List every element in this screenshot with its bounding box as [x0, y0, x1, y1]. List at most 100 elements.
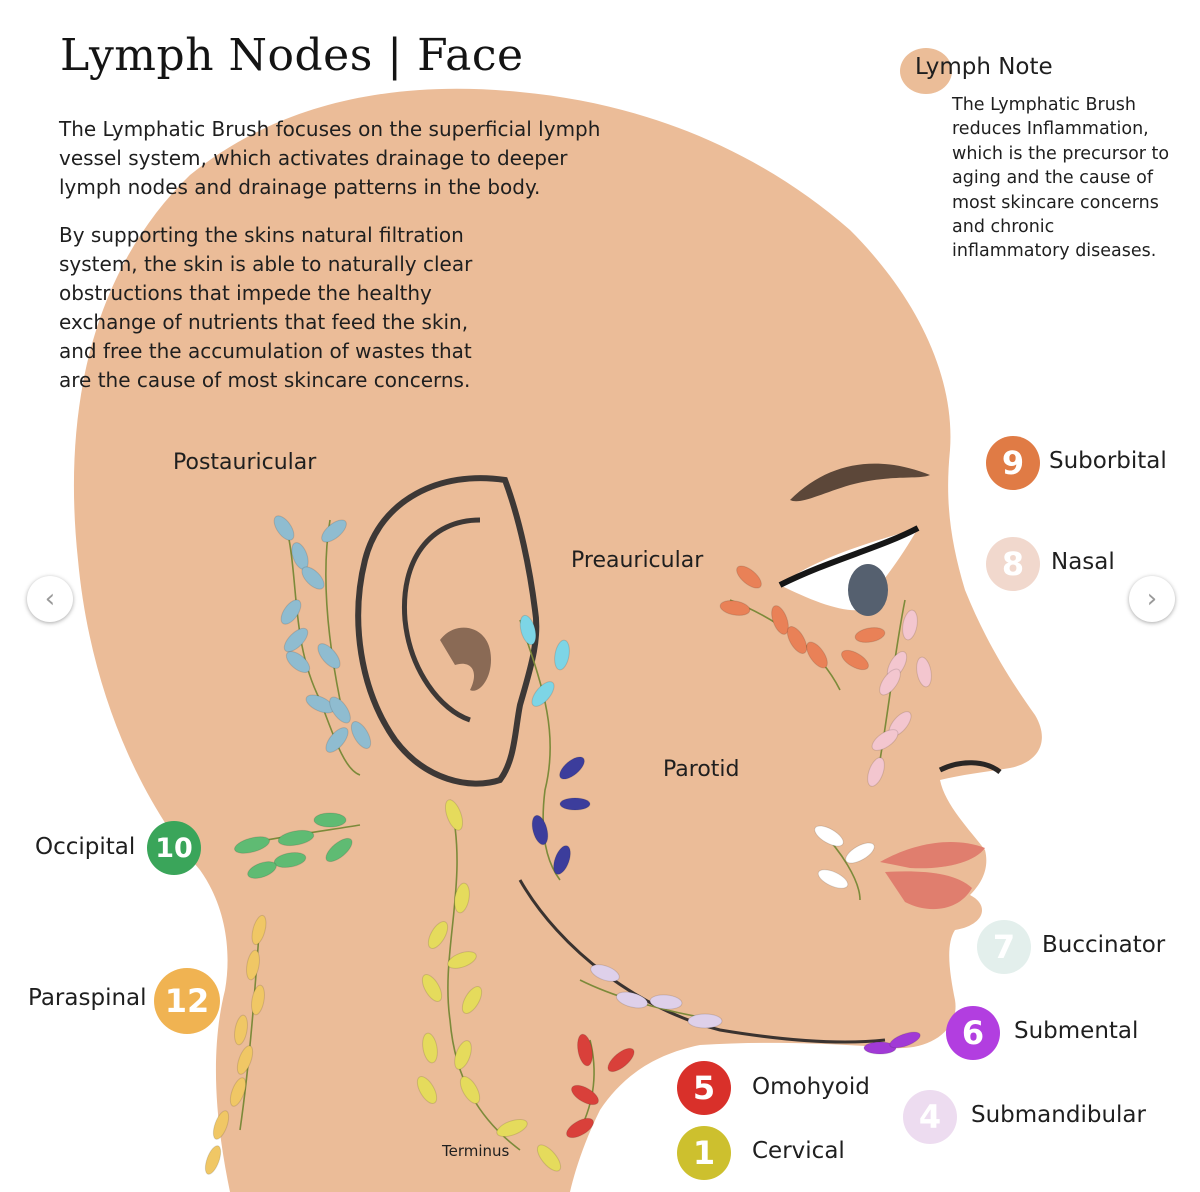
lymph-node-nasal	[916, 656, 932, 688]
lymph-node-cervical	[459, 1076, 481, 1104]
carousel-prev-button[interactable]: ‹	[27, 576, 73, 622]
lymph-node-buccinator	[845, 842, 875, 864]
lymph-node-cervical	[422, 1032, 438, 1064]
lymph-vessel	[519, 619, 561, 881]
lymph-node-cervical	[444, 799, 464, 831]
lymph-node-occipital	[277, 829, 315, 847]
lymph-node-occipital	[234, 836, 270, 854]
lymph-node-paraspinal	[251, 914, 267, 946]
lymph-node-paraspinal	[204, 1145, 222, 1175]
lymph-node-parotid	[554, 639, 570, 671]
lymph-node-submandibular	[590, 964, 620, 982]
lymph-node-postauricular	[285, 651, 311, 673]
lymph-node-nasal	[867, 757, 885, 787]
lymph-node-omohyoid	[577, 1033, 593, 1067]
lymph-node-parotid	[519, 614, 537, 646]
ear	[355, 475, 540, 787]
region-label-terminus: Terminus	[442, 1142, 510, 1160]
lymph-vessel	[239, 919, 261, 1131]
lymph-node-preauricular	[786, 626, 808, 654]
carousel-next-button[interactable]: ›	[1129, 576, 1175, 622]
lymph-node-parotid	[559, 797, 591, 811]
lymph-node-postauricular	[317, 643, 341, 669]
legend-label-buccinator: Buccinator	[1042, 932, 1166, 958]
lymph-node-submental	[863, 1041, 897, 1055]
intro-paragraph-2: By supporting the skins natural filtrati…	[59, 223, 473, 392]
legend-label-submandibular: Submandibular	[971, 1102, 1146, 1128]
eyebrow	[790, 463, 930, 502]
lymph-node-parotid	[531, 681, 555, 707]
lymph-node-paraspinal	[251, 984, 265, 1016]
legend-label-cervical: Cervical	[752, 1138, 845, 1164]
lymph-node-paraspinal	[246, 949, 260, 981]
lymph-node-omohyoid	[566, 1117, 594, 1139]
lymph-node-postauricular	[350, 721, 372, 749]
lymph-node-paraspinal	[212, 1110, 230, 1140]
head-silhouette	[74, 88, 1042, 1192]
lymph-node-parotid	[553, 845, 571, 875]
page-title: Lymph Nodes | Face	[60, 30, 524, 81]
lymph-node-cervical	[421, 974, 443, 1002]
badge-nasal: 8	[986, 537, 1040, 591]
lymph-node-preauricular	[806, 641, 828, 669]
lymph-node-preauricular	[719, 600, 751, 616]
region-label-preauricular: Preauricular	[571, 548, 704, 573]
lymph-vessel	[284, 519, 361, 776]
lymph-node-nasal	[902, 609, 918, 641]
intro-paragraph-1: The Lymphatic Brush focuses on the super…	[59, 117, 601, 199]
legend-label-suborbital: Suborbital	[1049, 448, 1167, 474]
lymph-node-occipital	[325, 837, 353, 863]
lymph-node-omohyoid	[607, 1047, 635, 1073]
region-label-parotid: Parotid	[663, 757, 740, 782]
badge-suborbital: 9	[986, 436, 1040, 490]
lymph-node-cervical	[496, 1118, 528, 1138]
chevron-right-icon: ›	[1146, 584, 1158, 614]
lymph-node-postauricular	[325, 727, 349, 753]
badge-buccinator: 7	[977, 920, 1031, 974]
lymph-node-cervical	[461, 986, 483, 1014]
lymph-vessel	[447, 799, 521, 1151]
lymph-node-paraspinal	[229, 1077, 247, 1107]
badge-submandibular: 4	[903, 1090, 957, 1144]
lymph-node-submandibular	[649, 994, 683, 1010]
lymph-node-paraspinal	[234, 1014, 248, 1046]
lymph-node-preauricular	[841, 649, 869, 671]
legend-label-nasal: Nasal	[1051, 549, 1115, 575]
badge-omohyoid: 5	[677, 1061, 731, 1115]
lymph-node-postauricular	[273, 515, 295, 541]
eye	[780, 528, 918, 611]
lymph-node-preauricular	[771, 605, 789, 635]
lymph-node-preauricular	[736, 565, 762, 589]
lymph-note-body: The Lymphatic Brush reduces Inflammation…	[952, 95, 1170, 262]
lymph-node-postauricular	[321, 519, 347, 543]
lymph-node-cervical	[454, 882, 470, 914]
lymph-node-nasal	[879, 668, 901, 696]
lymph-node-nasal	[871, 729, 899, 751]
lymph-node-cervical	[536, 1144, 562, 1172]
lymph-node-submandibular	[615, 991, 649, 1009]
lymph-node-preauricular	[854, 627, 886, 643]
lymph-node-parotid	[531, 814, 549, 846]
lips	[880, 842, 985, 869]
lymph-node-occipital	[313, 812, 347, 828]
lymph-node-cervical	[447, 951, 477, 969]
lymph-node-submental	[889, 1031, 921, 1049]
lymph-node-buccinator	[817, 869, 849, 889]
lymph-node-postauricular	[280, 599, 302, 625]
region-label-postauricular: Postauricular	[173, 450, 317, 475]
lymph-note-dot	[900, 48, 952, 94]
lymph-node-postauricular	[329, 696, 351, 724]
lymph-node-postauricular	[301, 566, 325, 590]
legend-label-paraspinal: Paraspinal	[28, 985, 147, 1011]
lymph-node-parotid	[559, 756, 585, 780]
badge-submental: 6	[946, 1006, 1000, 1060]
lymph-node-submandibular	[687, 1013, 723, 1029]
lymph-node-cervical	[454, 1040, 472, 1070]
lymph-node-postauricular	[283, 627, 309, 653]
lymph-node-cervical	[416, 1076, 438, 1104]
lymph-node-cervical	[427, 921, 449, 949]
badge-occipital: 10	[147, 821, 201, 875]
chevron-left-icon: ‹	[44, 584, 56, 614]
